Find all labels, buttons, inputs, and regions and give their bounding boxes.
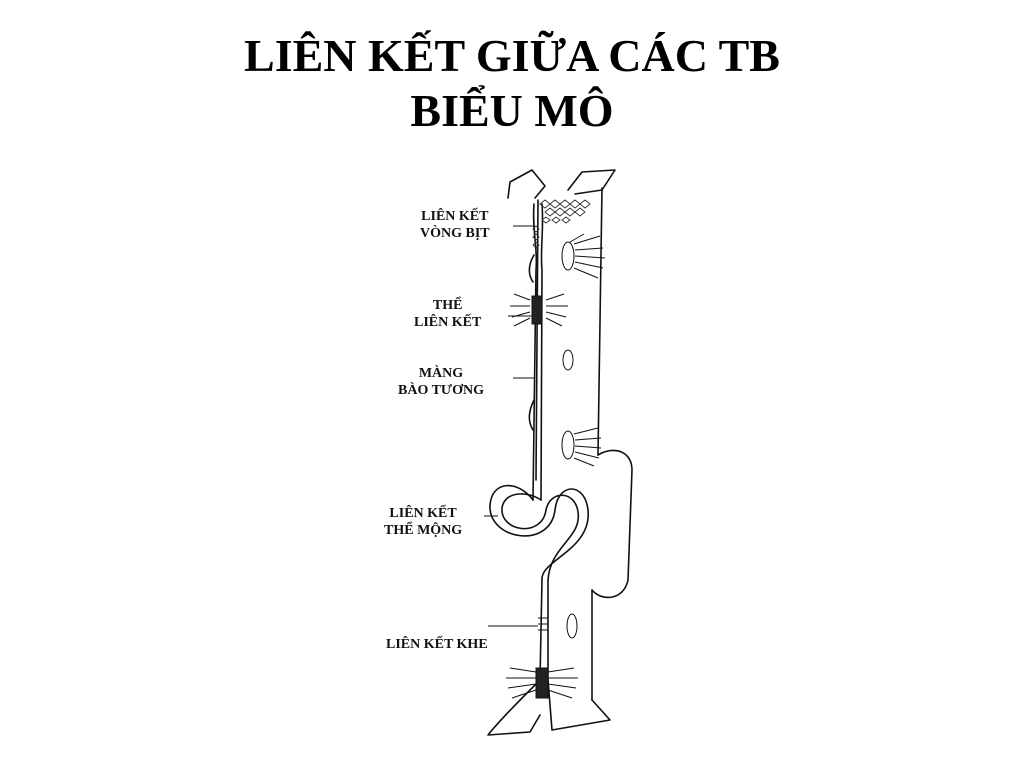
label-desmosome: THỂ LIÊN KẾT <box>414 298 482 330</box>
interdigitation-fold-outer <box>489 484 589 581</box>
cell-junction-drawing <box>484 169 633 736</box>
junction-plaques <box>506 233 606 699</box>
right-apical-flap <box>567 169 616 195</box>
cell-junction-diagram <box>370 160 670 760</box>
right-cell-fold <box>591 449 633 599</box>
title-line-2: BIỂU MÔ <box>410 85 614 136</box>
label-tight-junction: LIÊN KẾT VÒNG BỊT <box>420 209 490 241</box>
title-line-1: LIÊN KẾT GIỮA CÁC TB <box>244 30 780 81</box>
leader-lines <box>484 225 538 627</box>
left-basal-flap <box>487 679 541 736</box>
interdigitation-fold-inner <box>501 493 579 581</box>
left-apical-flap <box>507 169 546 199</box>
label-gap-junction: LIÊN KẾT KHE <box>386 637 488 652</box>
tight-junction-mesh <box>532 199 591 249</box>
label-membrane: MÀNG BÀO TƯƠNG <box>398 366 484 398</box>
right-basal-flap <box>547 679 611 731</box>
intercellular-membrane-right <box>540 203 544 501</box>
slide-title: LIÊN KẾT GIỮA CÁC TB BIỂU MÔ <box>0 28 1024 138</box>
right-cell-surface <box>597 187 603 456</box>
label-interdigitation: LIÊN KẾT THỂ MỘNG <box>384 506 463 538</box>
